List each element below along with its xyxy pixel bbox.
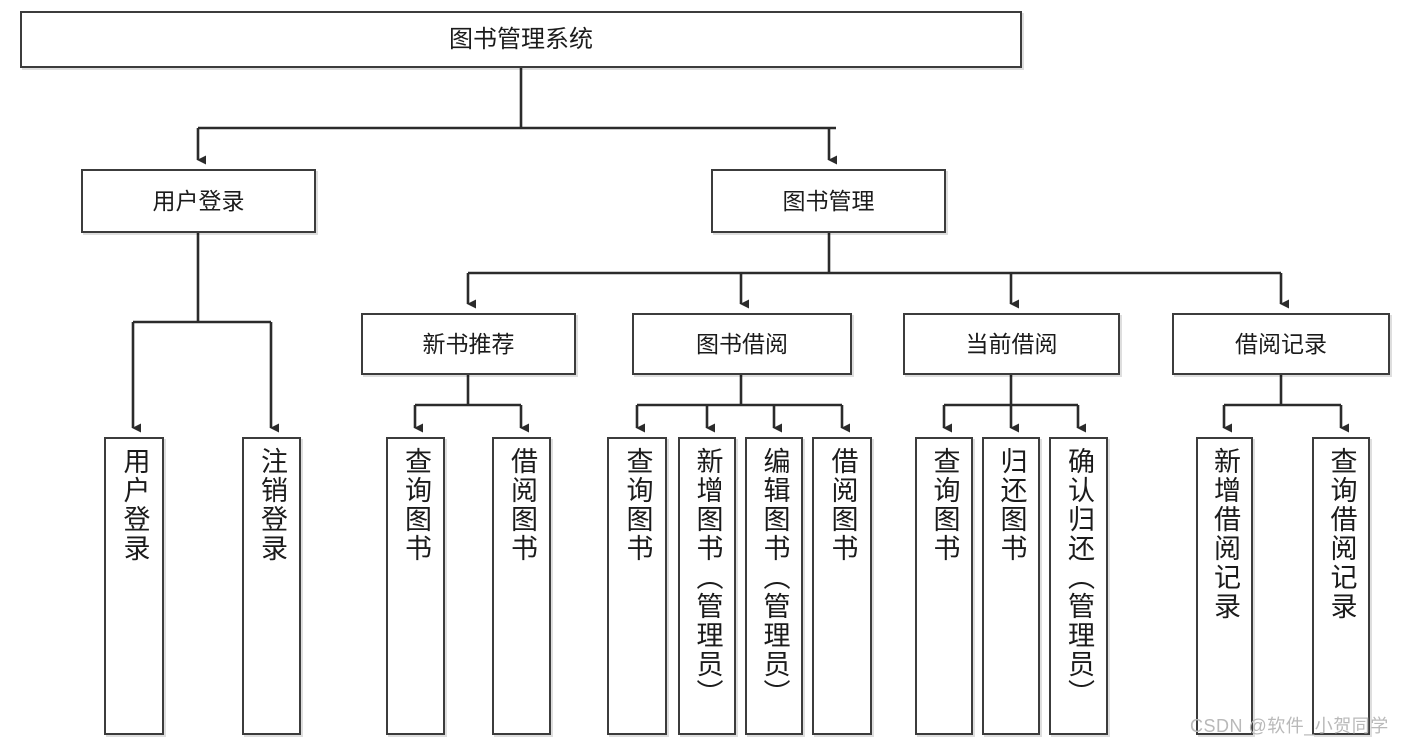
leaf-add-record-label: 新增借阅记录 [1210,447,1240,621]
node-book-borrow-label: 图书借阅 [696,330,788,357]
leaf-query-book-3[interactable]: 查询图书 [915,437,973,735]
leaf-query-book-2[interactable]: 查询图书 [607,437,667,735]
node-root-label: 图书管理系统 [449,25,593,53]
leaf-logout[interactable]: 注销登录 [242,437,301,735]
leaf-query-book-2-label: 查询图书 [622,447,653,563]
leaf-borrow-book-2-label: 借阅图书 [827,447,858,563]
leaf-return-book[interactable]: 归还图书 [982,437,1040,735]
node-current-borrow-label: 当前借阅 [965,330,1058,357]
leaf-query-book-1[interactable]: 查询图书 [386,437,445,735]
leaf-confirm-return-label: 确认归还（管理员） [1064,447,1094,708]
leaf-query-record-label: 查询借阅记录 [1326,447,1357,621]
leaf-edit-book-label: 编辑图书（管理员） [759,447,790,708]
leaf-return-book-label: 归还图书 [996,447,1027,563]
node-borrow-record[interactable]: 借阅记录 [1172,313,1390,375]
node-new-book-rec[interactable]: 新书推荐 [361,313,576,375]
leaf-user-login-label: 用户登录 [119,447,150,563]
node-current-borrow[interactable]: 当前借阅 [903,313,1120,375]
node-book-manage[interactable]: 图书管理 [711,169,946,233]
node-root[interactable]: 图书管理系统 [20,11,1022,68]
node-user-login[interactable]: 用户登录 [81,169,316,233]
csdn-watermark: CSDN @软件_小贺同学 [1190,716,1389,736]
leaf-logout-label: 注销登录 [257,447,287,563]
leaf-add-record[interactable]: 新增借阅记录 [1196,437,1253,735]
leaf-borrow-book-1-label: 借阅图书 [507,447,537,563]
leaf-query-book-1-label: 查询图书 [401,447,431,563]
leaf-user-login[interactable]: 用户登录 [104,437,164,735]
node-borrow-record-label: 借阅记录 [1235,330,1327,357]
leaf-edit-book[interactable]: 编辑图书（管理员） [745,437,803,735]
leaf-add-book-label: 新增图书（管理员） [692,447,723,708]
leaf-query-book-3-label: 查询图书 [929,447,960,563]
leaf-borrow-book-2[interactable]: 借阅图书 [812,437,872,735]
node-book-manage-label: 图书管理 [782,187,875,214]
node-book-borrow[interactable]: 图书借阅 [632,313,852,375]
node-user-login-label: 用户登录 [152,187,245,214]
leaf-borrow-book-1[interactable]: 借阅图书 [492,437,551,735]
leaf-add-book[interactable]: 新增图书（管理员） [678,437,736,735]
leaf-query-record[interactable]: 查询借阅记录 [1312,437,1370,735]
leaf-confirm-return[interactable]: 确认归还（管理员） [1049,437,1108,735]
node-new-book-rec-label: 新书推荐 [422,330,515,357]
